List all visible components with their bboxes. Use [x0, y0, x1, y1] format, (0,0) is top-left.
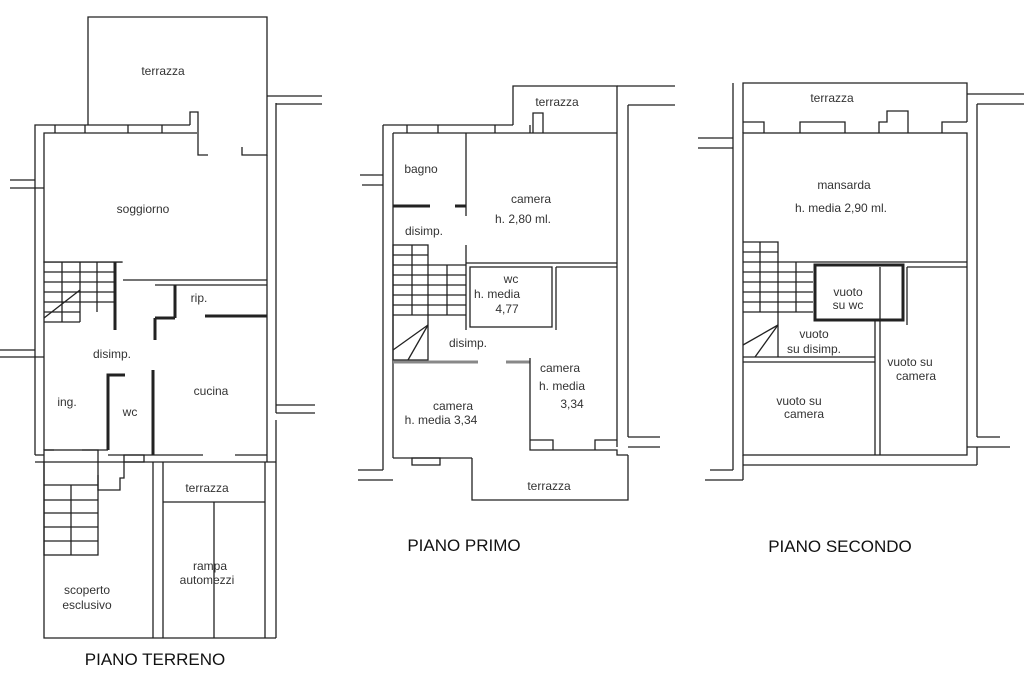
floor-title-ground: PIANO TERRENO	[85, 650, 225, 669]
room-label-vuoto-camera-left-2: camera	[784, 407, 824, 421]
second-floor-plan: terrazza mansarda h. media 2,90 ml. vuot…	[698, 82, 1024, 556]
room-label-scoperto: scoperto	[64, 583, 110, 597]
room-label-wc: wc	[122, 405, 138, 419]
room-label-terrazza-bottom: terrazza	[185, 481, 229, 495]
room-label-vuoto-disimp-2: su disimp.	[787, 342, 841, 356]
room-label-vuoto-wc: vuoto	[833, 285, 863, 299]
room-label-vuoto-camera-right-2: camera	[896, 369, 936, 383]
room-label-terrazza: terrazza	[535, 95, 579, 109]
room-label-disimp: disimp.	[93, 347, 131, 361]
room-label-soggiorno: soggiorno	[117, 202, 170, 216]
room-label-camera: camera	[511, 192, 551, 206]
room-height-wc: h. media	[474, 287, 520, 301]
room-label-disimp: disimp.	[449, 336, 487, 350]
ground-floor-plan: terrazza soggiorno rip. disimp. ing. wc …	[0, 16, 322, 669]
room-label-automezzi: automezzi	[180, 573, 235, 587]
room-label-terrazza: terrazza	[141, 64, 185, 78]
room-label-terrazza-bottom: terrazza	[527, 479, 571, 493]
room-label-camera-left: camera	[433, 399, 473, 413]
room-label-cucina: cucina	[194, 384, 229, 398]
staircase	[392, 244, 466, 361]
room-label-camera-right: camera	[540, 361, 580, 375]
room-label-esclusivo: esclusivo	[62, 598, 112, 612]
room-label-vuoto-camera-right: vuoto su	[887, 355, 932, 369]
room-height-camera-left: h. media 3,34	[405, 413, 478, 427]
floor-title-first: PIANO PRIMO	[407, 536, 520, 555]
room-height-camera-right: h. media	[539, 379, 585, 393]
room-label-disimp-top: disimp.	[405, 224, 443, 238]
room-label-wc: wc	[503, 272, 519, 286]
first-floor-plan: terrazza bagno camera h. 2,80 ml. disimp…	[358, 85, 675, 555]
room-label-vuoto-camera-left: vuoto su	[776, 394, 821, 408]
room-height-camera-right-value: 3,34	[560, 397, 584, 411]
room-label-bagno: bagno	[404, 162, 438, 176]
room-label-mansarda: mansarda	[817, 178, 871, 192]
room-label-rip: rip.	[191, 291, 208, 305]
staircase	[43, 261, 123, 330]
room-label-terrazza: terrazza	[810, 91, 854, 105]
room-height-mansarda: h. media 2,90 ml.	[795, 201, 887, 215]
room-label-vuoto-disimp: vuoto	[799, 327, 829, 341]
room-label-rampa: rampa	[193, 559, 227, 573]
floor-title-second: PIANO SECONDO	[768, 537, 912, 556]
room-height-camera: h. 2,80 ml.	[495, 212, 551, 226]
staircase	[742, 241, 967, 358]
room-height-wc-value: 4,77	[495, 302, 519, 316]
room-label-vuoto-wc-2: su wc	[833, 298, 864, 312]
room-label-ing: ing.	[57, 395, 76, 409]
